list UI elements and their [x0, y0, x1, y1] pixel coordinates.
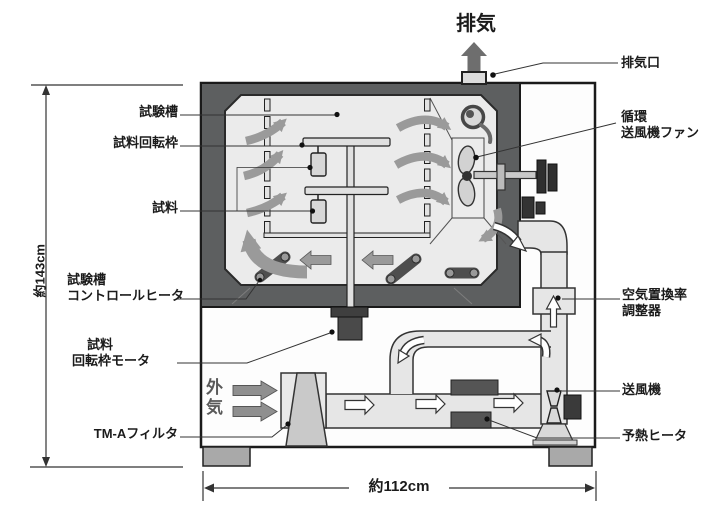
label-circulation-fan-line1: 循環 [621, 109, 648, 124]
label-air-adjuster: 空気置換率 調整器 [622, 287, 687, 318]
exhaust-arrow [461, 42, 487, 71]
label-circulation-fan: 循環 送風機ファン [621, 109, 699, 140]
leader-dots [257, 72, 561, 427]
fan-motor [473, 159, 558, 219]
label-circulation-fan-line2: 送風機ファン [621, 124, 700, 140]
sample-boxes [310, 152, 327, 224]
label-air-adjuster-line2: 調整器 [622, 302, 662, 318]
preheat-heater-blocks [450, 379, 499, 429]
label-outside-air: 外気 [206, 378, 223, 417]
exhaust-port-shape [461, 71, 487, 85]
machine-feet [202, 446, 593, 467]
label-sample-frame-motor-line2: 回転枠モータ [72, 352, 151, 368]
blower-fan [532, 390, 582, 446]
tma-filter-shape [280, 372, 328, 447]
temperature-sensor [460, 104, 493, 144]
label-exhaust-port: 排気口 [621, 55, 661, 70]
label-sample-rotation-frame: 試料回転枠 [112, 135, 178, 150]
label-preheat-heater: 予熱ヒータ [622, 428, 688, 443]
label-tma-filter: TM-Aフィルタ [93, 426, 178, 441]
label-exhaust: 排気 [456, 13, 496, 35]
label-sample-frame-motor-line1: 試料 [87, 337, 114, 352]
dimension-width: 約112cm [349, 479, 449, 495]
outside-air-arrows [232, 380, 278, 422]
label-test-chamber: 試験槽 [138, 104, 178, 119]
airflow-arrows-chamber [240, 115, 503, 279]
airflow-arrows-chamber-bottom [299, 250, 394, 270]
dimension-arrowheads [42, 85, 595, 493]
label-control-heater-line1: 試験槽 [67, 272, 107, 287]
leader-lines [177, 62, 620, 439]
label-blower: 送風機 [622, 382, 662, 397]
label-air-adjuster-line1: 空気置換率 [622, 287, 688, 302]
dimension-height: 約143cm [32, 244, 48, 298]
rotation-motor [330, 306, 369, 341]
white-flow-arrows [344, 221, 562, 416]
label-control-heater: 試験槽 コントロールヒータ [67, 272, 184, 303]
label-control-heater-line2: コントロールヒータ [67, 287, 185, 303]
label-sample: 試料 [151, 200, 178, 215]
label-sample-frame-motor: 試料 回転枠モータ [72, 337, 150, 368]
